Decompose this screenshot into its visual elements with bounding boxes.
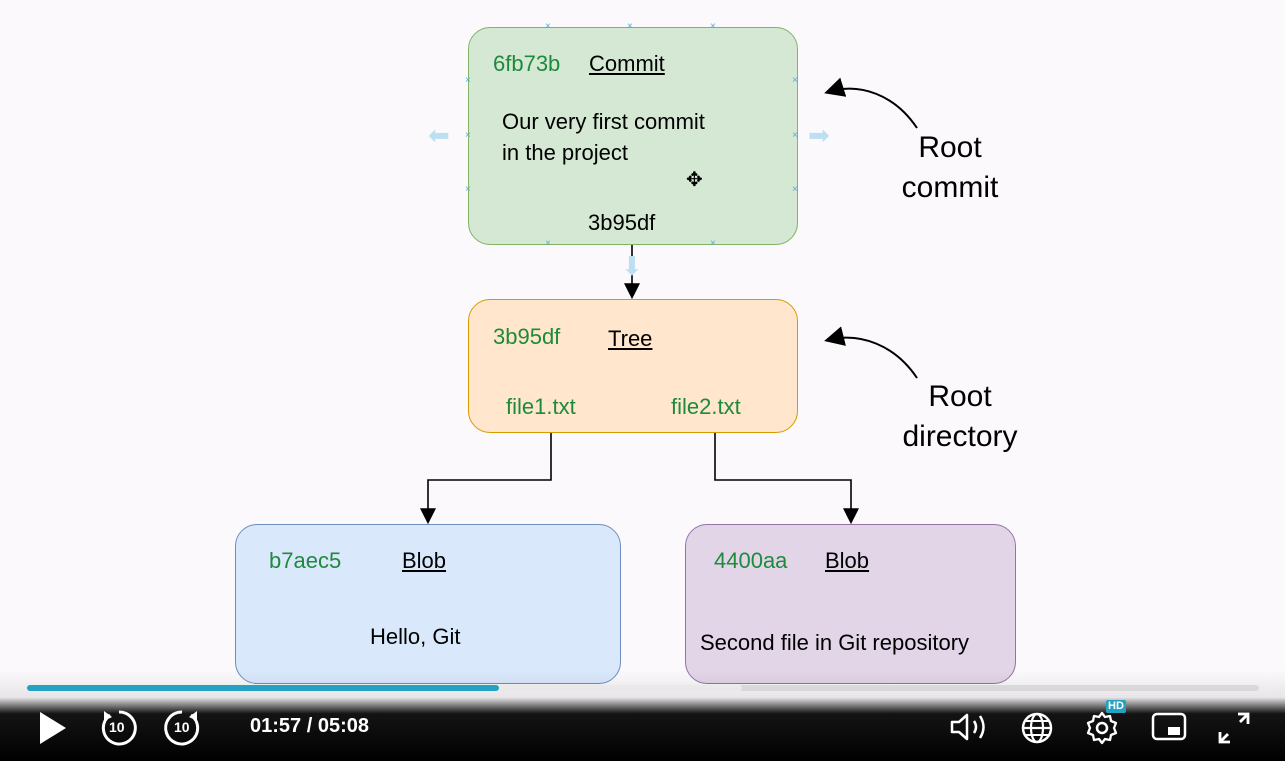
resize-right-arrow-icon[interactable]: ➡ (808, 120, 830, 150)
root-commit-annotation-line2: commit (901, 171, 999, 204)
play-icon (40, 712, 66, 744)
root-commit-annotation: Root commit (880, 128, 1020, 208)
tree-hash: 3b95df (493, 324, 561, 349)
fast-forward-icon (164, 710, 200, 746)
fullscreen-button[interactable] (1214, 708, 1254, 748)
root-commit-annotation-line1: Root (918, 131, 982, 164)
settings-button[interactable]: HD (1084, 700, 1130, 746)
blob1-content: Hello, Git (370, 624, 461, 649)
tree-type-label: Tree (608, 326, 653, 351)
root-directory-annotation-line1: Root (928, 380, 992, 413)
tree-to-blob2-arrow (714, 433, 859, 525)
move-cursor-icon: ✥ (686, 169, 703, 191)
root-commit-pointer-arrow (824, 77, 918, 129)
blob2-type-label: Blob (825, 548, 870, 573)
blob2-node[interactable]: 4400aa Blob Second file in Git repositor… (685, 524, 1016, 684)
root-directory-annotation: Root directory (884, 377, 1036, 457)
commit-message-line2: in the project (502, 140, 628, 165)
fullscreen-icon (1218, 712, 1250, 744)
blob2-hash: 4400aa (714, 548, 788, 573)
selection-handle-icon[interactable]: × (710, 238, 716, 249)
time-display: 01:57 / 05:08 (250, 715, 369, 737)
skip-back-seconds: 10 (109, 719, 125, 735)
played-progress (27, 685, 499, 691)
rewind-icon (101, 710, 137, 746)
play-button[interactable] (36, 710, 70, 746)
root-directory-annotation-line2: directory (902, 420, 1018, 453)
resize-left-arrow-icon[interactable]: ⬅ (428, 120, 450, 150)
commit-type-label: Commit (589, 51, 665, 76)
blob1-hash: b7aec5 (269, 548, 342, 573)
selection-handle-icon[interactable]: × (545, 238, 551, 249)
blob1-node[interactable]: b7aec5 Blob Hello, Git (235, 524, 621, 684)
progress-bar[interactable] (27, 685, 1259, 691)
tree-node[interactable]: 3b95df Tree file1.txt file2.txt (468, 299, 798, 433)
commit-tree-ref: 3b95df (588, 210, 656, 235)
commit-hash: 6fb73b (493, 51, 561, 76)
blob1-type-label: Blob (402, 548, 447, 573)
volume-button[interactable] (948, 710, 992, 744)
skip-back-button[interactable]: 10 (97, 707, 139, 749)
volume-icon (950, 713, 985, 741)
selection-handle-icon[interactable]: × (792, 75, 798, 86)
root-directory-pointer-arrow (824, 326, 918, 379)
tree-file2: file2.txt (671, 394, 741, 419)
selection-handle-icon[interactable]: × (465, 184, 471, 195)
skip-forward-seconds: 10 (174, 719, 190, 735)
captions-language-button[interactable] (1019, 710, 1055, 746)
skip-forward-button[interactable]: 10 (162, 707, 204, 749)
commit-message-line1: Our very first commit (502, 109, 705, 134)
selection-handle-icon[interactable]: × (465, 130, 471, 141)
picture-in-picture-button[interactable] (1150, 710, 1190, 744)
tree-file1: file1.txt (506, 394, 576, 419)
tree-to-blob1-arrow (420, 433, 552, 525)
globe-icon (1021, 712, 1053, 744)
hd-badge: HD (1106, 700, 1126, 713)
selection-handle-icon[interactable]: × (792, 130, 798, 141)
blob2-content: Second file in Git repository (700, 630, 970, 655)
selection-handle-icon[interactable]: × (710, 21, 716, 32)
resize-down-arrow-icon[interactable]: ⬇ (621, 251, 643, 281)
selection-handle-icon[interactable]: × (545, 21, 551, 32)
selection-handle-icon[interactable]: × (465, 75, 471, 86)
pip-icon (1151, 712, 1187, 741)
commit-node[interactable]: 6fb73b Commit Our very first commit in t… (465, 22, 798, 249)
selection-handle-icon[interactable]: × (792, 184, 798, 195)
selection-handle-icon[interactable]: × (627, 21, 633, 32)
gear-icon (1086, 711, 1118, 745)
